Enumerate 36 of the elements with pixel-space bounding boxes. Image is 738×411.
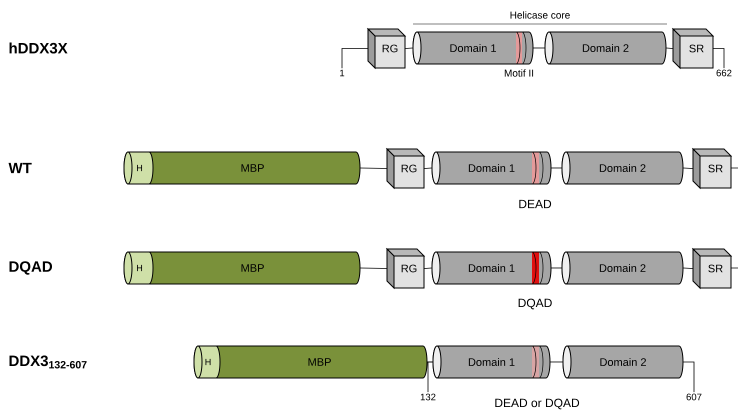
linker-line bbox=[666, 48, 673, 49]
motif-label: DQAD bbox=[518, 298, 552, 310]
fusion-tag-cylinder: H MBP bbox=[124, 251, 360, 284]
construct-name: DDX3$_{132-607}$ bbox=[10, 356, 87, 368]
domain-cylinder: Domain 1 bbox=[432, 152, 552, 184]
residue-number: 662 bbox=[716, 70, 732, 76]
linker-line bbox=[424, 168, 432, 169]
domain-cylinder: Domain 1 bbox=[432, 345, 550, 378]
linker-line bbox=[713, 48, 724, 69]
motif-label: DEAD bbox=[519, 200, 552, 208]
domain-cylinder: Domain 1 bbox=[412, 32, 534, 64]
domain-cylinder: Domain 1 bbox=[432, 251, 552, 284]
linker-line bbox=[405, 48, 413, 49]
linker-line bbox=[428, 362, 433, 393]
linker-line bbox=[683, 268, 693, 269]
linker-line bbox=[342, 48, 368, 69]
linker-line bbox=[683, 168, 693, 169]
fusion-tag-cylinder: H MBP bbox=[194, 345, 428, 378]
domain-cylinder: Domain 2 bbox=[544, 32, 666, 64]
residue-number: 1 bbox=[340, 70, 344, 76]
linker-line bbox=[360, 168, 387, 169]
linker-line bbox=[424, 268, 432, 269]
construct-name: hDDX3X bbox=[10, 42, 68, 54]
fusion-tag-cylinder: H MBP bbox=[124, 152, 360, 184]
annotation-text: Helicase core bbox=[510, 11, 570, 19]
motif-label: DEAD or DQAD bbox=[495, 398, 580, 410]
domain-cylinder: Domain 2 bbox=[562, 251, 684, 284]
residue-number: 132 bbox=[420, 394, 436, 400]
domain-cylinder: Domain 2 bbox=[562, 152, 684, 184]
linker-line bbox=[360, 268, 387, 269]
annotation-text: Motif II bbox=[504, 69, 534, 77]
construct-name: WT bbox=[8, 162, 32, 174]
domain-cylinder: Domain 2 bbox=[562, 345, 684, 378]
linker-line bbox=[683, 362, 694, 393]
construct-name: DQAD bbox=[10, 261, 52, 275]
residue-number: 607 bbox=[686, 394, 702, 400]
